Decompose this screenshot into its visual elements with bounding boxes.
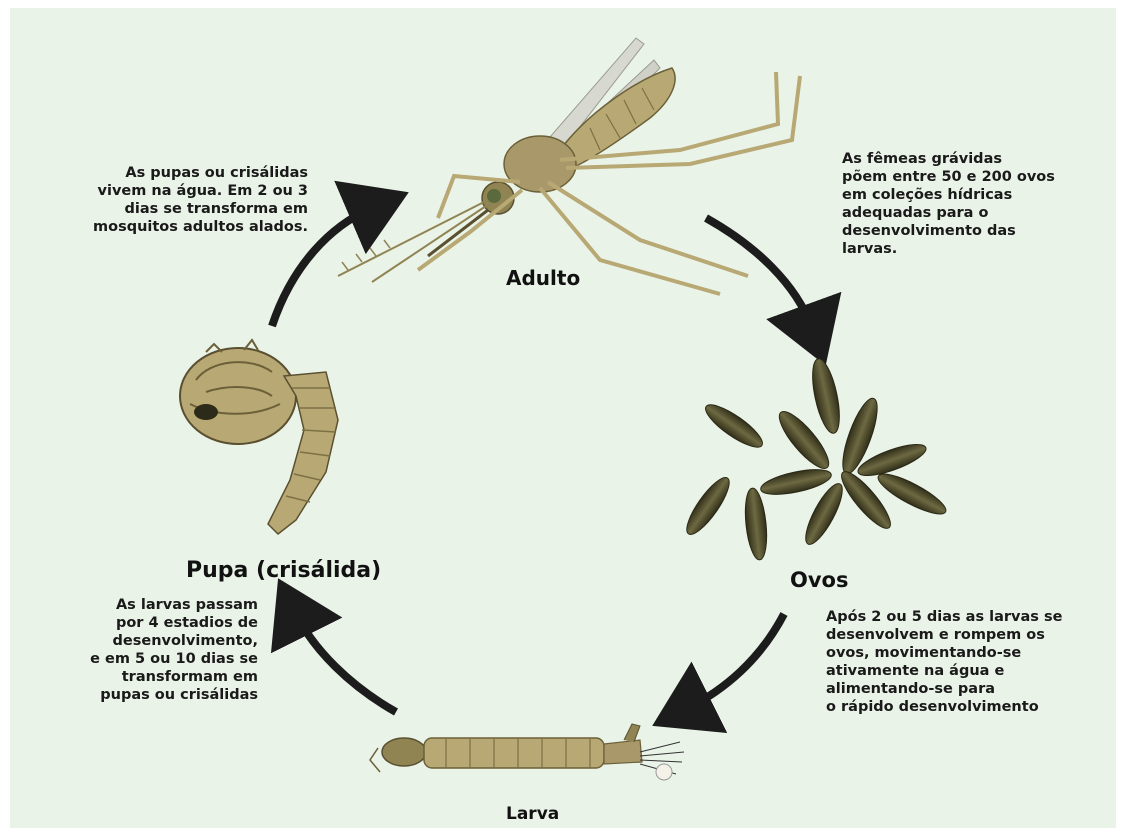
arrow-eggs-to-larva [688,614,784,708]
arrow-adult-to-eggs [706,218,812,328]
eggs-illustration [680,357,950,561]
stage-label-eggs: Ovos [790,568,848,592]
adult-mosquito-illustration [338,38,800,294]
description-adult-to-eggs: As fêmeas grávidas põem entre 50 e 200 o… [842,150,1082,258]
pupa-illustration [180,340,338,534]
description-eggs-to-larva: Após 2 ou 5 dias as larvas se desenvolve… [826,608,1096,716]
arrow-larva-to-pupa [296,614,396,712]
stage-label-pupa: Pupa (crisálida) [186,558,381,583]
description-pupa-to-adult: As pupas ou crisálidas vivem na água. Em… [72,164,308,236]
stage-label-adult: Adulto [506,266,580,290]
stage-label-larva: Larva [506,804,559,824]
description-larva-to-pupa: As larvas passam por 4 estadios de desen… [72,596,258,704]
larva-illustration [370,724,684,780]
